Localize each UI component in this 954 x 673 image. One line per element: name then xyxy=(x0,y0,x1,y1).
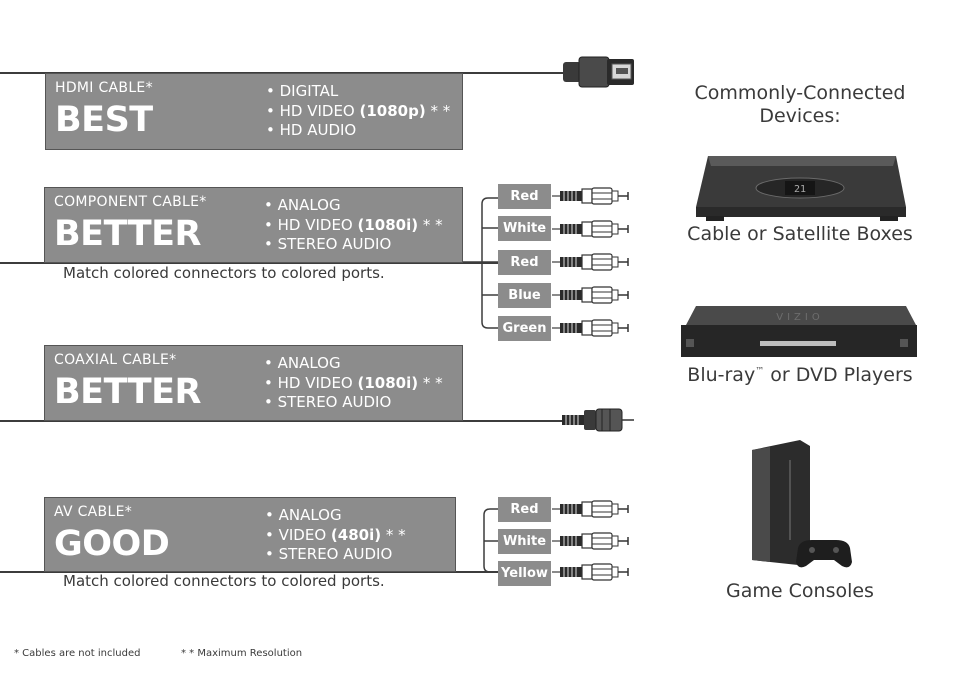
coaxial-plug-icon xyxy=(562,408,634,432)
match-connectors-note: Match colored connectors to colored port… xyxy=(63,572,385,590)
feature-item: • VIDEO (480i) * * xyxy=(265,525,406,544)
svg-text:21: 21 xyxy=(794,184,806,195)
cable-title: COAXIAL CABLE* xyxy=(54,352,177,368)
hdmi-plug-icon xyxy=(563,56,634,88)
svg-text:VIZIO: VIZIO xyxy=(776,312,823,323)
bluray-player-icon: VIZIO xyxy=(681,306,917,357)
footnote-max-resolution: * * Maximum Resolution xyxy=(181,648,303,659)
coaxial-cable-panel: COAXIAL CABLE* BETTER • ANALOG • HD VIDE… xyxy=(44,345,463,421)
cable-title: HDMI CABLE* xyxy=(55,80,153,96)
cable-box-label: Cable or Satellite Boxes xyxy=(687,223,913,245)
game-consoles-label: Game Consoles xyxy=(726,580,874,602)
footnote-not-included: * Cables are not included xyxy=(14,648,141,659)
bluray-label: Blu-ray™ or DVD Players xyxy=(687,364,913,386)
rca-plug-icon xyxy=(559,532,629,550)
rca-plug-icon xyxy=(559,187,629,205)
feature-list: • ANALOG • VIDEO (480i) * * • STEREO AUD… xyxy=(265,506,406,565)
feature-item: • STEREO AUDIO xyxy=(265,545,393,563)
feature-list: • ANALOG • HD VIDEO (1080i) * * • STEREO… xyxy=(264,354,443,413)
av-bracket xyxy=(483,508,498,573)
rca-plug-icon xyxy=(559,220,629,238)
feature-list: • ANALOG • HD VIDEO (1080i) * * • STEREO… xyxy=(264,196,443,255)
feature-item: • STEREO AUDIO xyxy=(264,235,392,253)
feature-item: • HD VIDEO (1080i) * * xyxy=(264,215,443,234)
rca-plug-icon xyxy=(559,253,629,271)
feature-item: • DIGITAL xyxy=(266,82,339,100)
rca-plug-icon xyxy=(559,500,629,518)
connector-tag-blue: Blue xyxy=(498,283,551,308)
connector-tag-red: Red xyxy=(498,184,551,209)
cable-title: COMPONENT CABLE* xyxy=(54,194,207,210)
connector-tag-yellow: Yellow xyxy=(498,561,551,586)
match-connectors-note: Match colored connectors to colored port… xyxy=(63,264,385,282)
cable-box-icon: 21 xyxy=(696,156,906,221)
av-cable-panel: AV CABLE* GOOD • ANALOG • VIDEO (480i) *… xyxy=(44,497,456,572)
connector-tag-red: Red xyxy=(498,250,551,275)
feature-item: • ANALOG xyxy=(264,196,341,214)
cable-grade: BETTER xyxy=(54,372,202,412)
rca-plug-icon xyxy=(559,563,629,581)
rca-plug-icon xyxy=(559,286,629,304)
hdmi-cable-panel: HDMI CABLE* BEST • DIGITAL • HD VIDEO (1… xyxy=(45,73,463,150)
component-bracket xyxy=(463,197,498,329)
component-cable-panel: COMPONENT CABLE* BETTER • ANALOG • HD VI… xyxy=(44,187,463,263)
cable-grade: GOOD xyxy=(54,524,170,564)
rca-plug-icon xyxy=(559,319,629,337)
connector-tag-green: Green xyxy=(498,316,551,341)
feature-item: • ANALOG xyxy=(264,354,341,372)
feature-item: • HD VIDEO (1080i) * * xyxy=(264,373,443,392)
devices-heading: Commonly-Connected Devices: xyxy=(694,82,906,127)
feature-item: • STEREO AUDIO xyxy=(264,393,392,411)
feature-item: • HD AUDIO xyxy=(266,121,357,139)
connector-tag-white: White xyxy=(498,216,551,241)
feature-item: • ANALOG xyxy=(265,506,342,524)
game-console-icon xyxy=(752,440,852,568)
connector-tag-white: White xyxy=(498,529,551,554)
feature-item: • HD VIDEO (1080p) * * xyxy=(266,101,451,120)
cable-grade: BEST xyxy=(55,100,153,140)
hdmi-cable-line xyxy=(0,72,566,74)
cable-grade: BETTER xyxy=(54,214,202,254)
connector-tag-red: Red xyxy=(498,497,551,522)
feature-list: • DIGITAL • HD VIDEO (1080p) * * • HD AU… xyxy=(266,82,450,141)
cable-title: AV CABLE* xyxy=(54,504,133,520)
